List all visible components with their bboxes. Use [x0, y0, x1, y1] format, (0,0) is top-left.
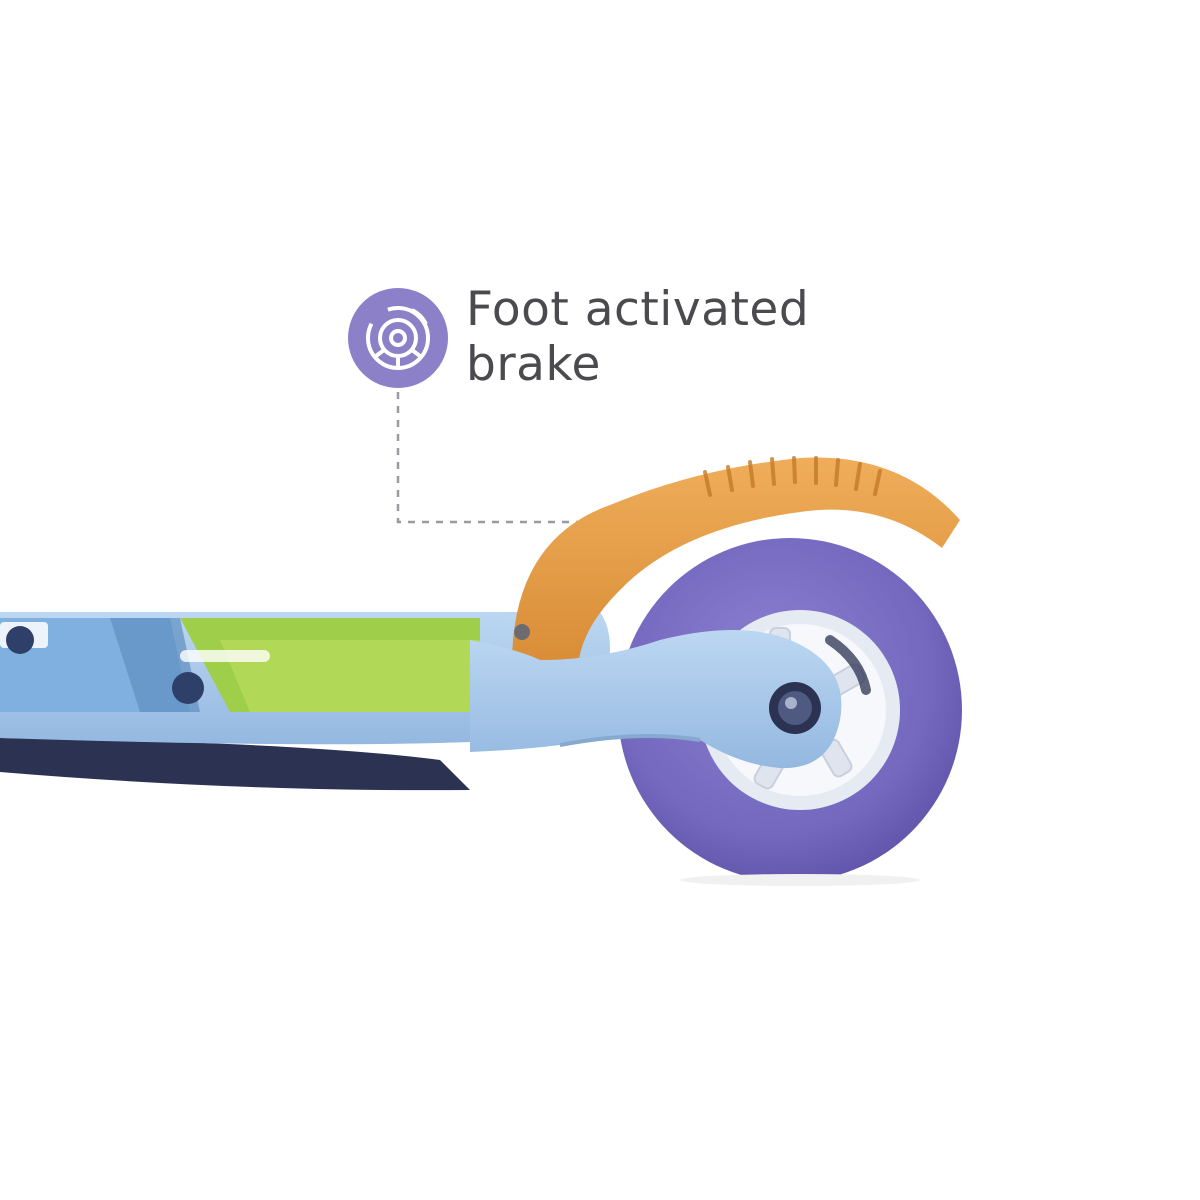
scooter-deck [0, 612, 610, 745]
ground-shadow [680, 874, 920, 886]
feature-callout-line-1: Foot activated [466, 282, 810, 337]
feature-callout-label: Foot activated brake [466, 282, 886, 392]
rear-fork [470, 630, 842, 769]
foot-brake-fender [512, 456, 960, 668]
deck-underside [0, 738, 470, 791]
feature-callout-line-2: brake [466, 337, 601, 392]
brake-disc-icon [348, 288, 448, 388]
callout-leader-line [396, 392, 590, 524]
